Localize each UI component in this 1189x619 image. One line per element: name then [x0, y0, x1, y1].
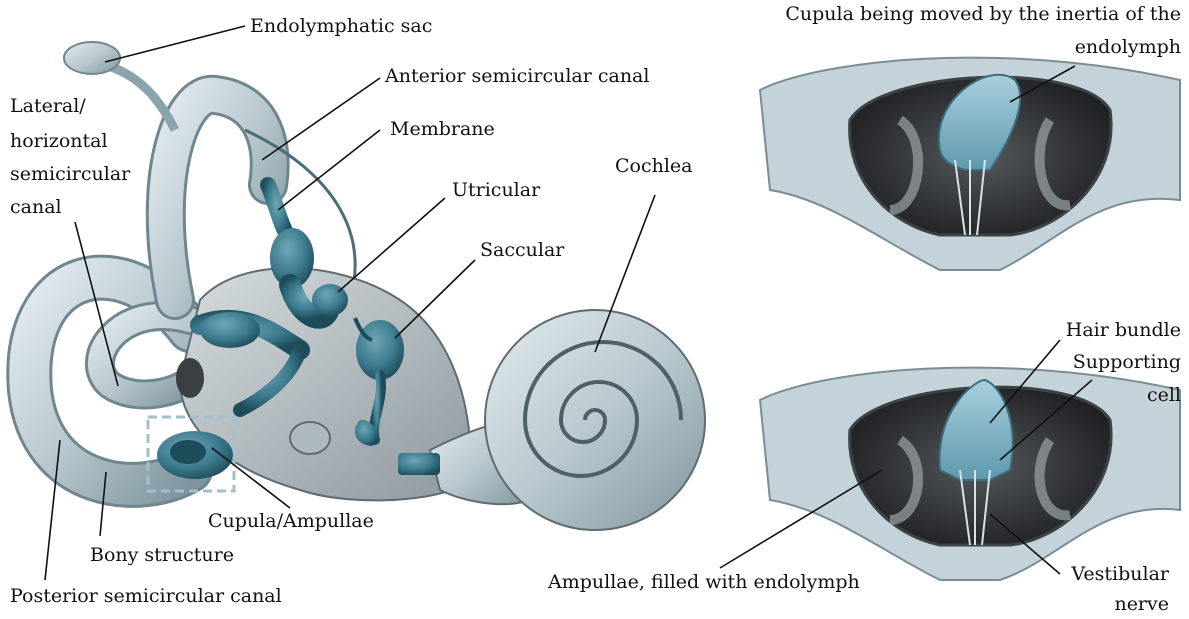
label-lateral-canal-line2: horizontal [10, 127, 108, 155]
label-membrane: Membrane [390, 115, 495, 143]
label-cupula-ampullae: Cupula/Ampullae [208, 507, 374, 535]
label-utricular: Utricular [452, 176, 540, 204]
label-bony-structure: Bony structure [90, 541, 234, 569]
label-ampullae-filled: Ampullae, filled with endolymph [548, 568, 860, 596]
ampulla-section-top [760, 58, 1180, 270]
label-lateral-canal-line3: semicircular [10, 160, 130, 188]
label-hair-bundle: Hair bundle [1066, 316, 1181, 344]
label-posterior-semicircular-canal: Posterior semicircular canal [10, 582, 282, 610]
label-saccular: Saccular [480, 236, 564, 264]
label-cupula-moved-line1: Cupula being moved by the inertia of the [785, 0, 1181, 28]
label-endolymphatic-sac: Endolymphatic sac [250, 12, 432, 40]
label-lateral-canal-line4: canal [10, 193, 62, 221]
anterior-semicircular-canal [166, 95, 355, 300]
label-vestibular-nerve-line2: nerve [1114, 590, 1169, 618]
label-cupula-moved-line2: endolymph [1075, 33, 1181, 61]
label-vestibular-nerve-line1: Vestibular [1071, 560, 1169, 588]
label-supporting-cell-line2: cell [1147, 381, 1181, 409]
label-supporting-cell-line1: Supporting [1073, 348, 1181, 376]
label-lateral-canal-line1: Lateral/ [10, 92, 86, 120]
label-cochlea: Cochlea [615, 152, 693, 180]
label-anterior-semicircular-canal: Anterior semicircular canal [385, 62, 649, 90]
ampulla-section-bottom [760, 368, 1180, 580]
